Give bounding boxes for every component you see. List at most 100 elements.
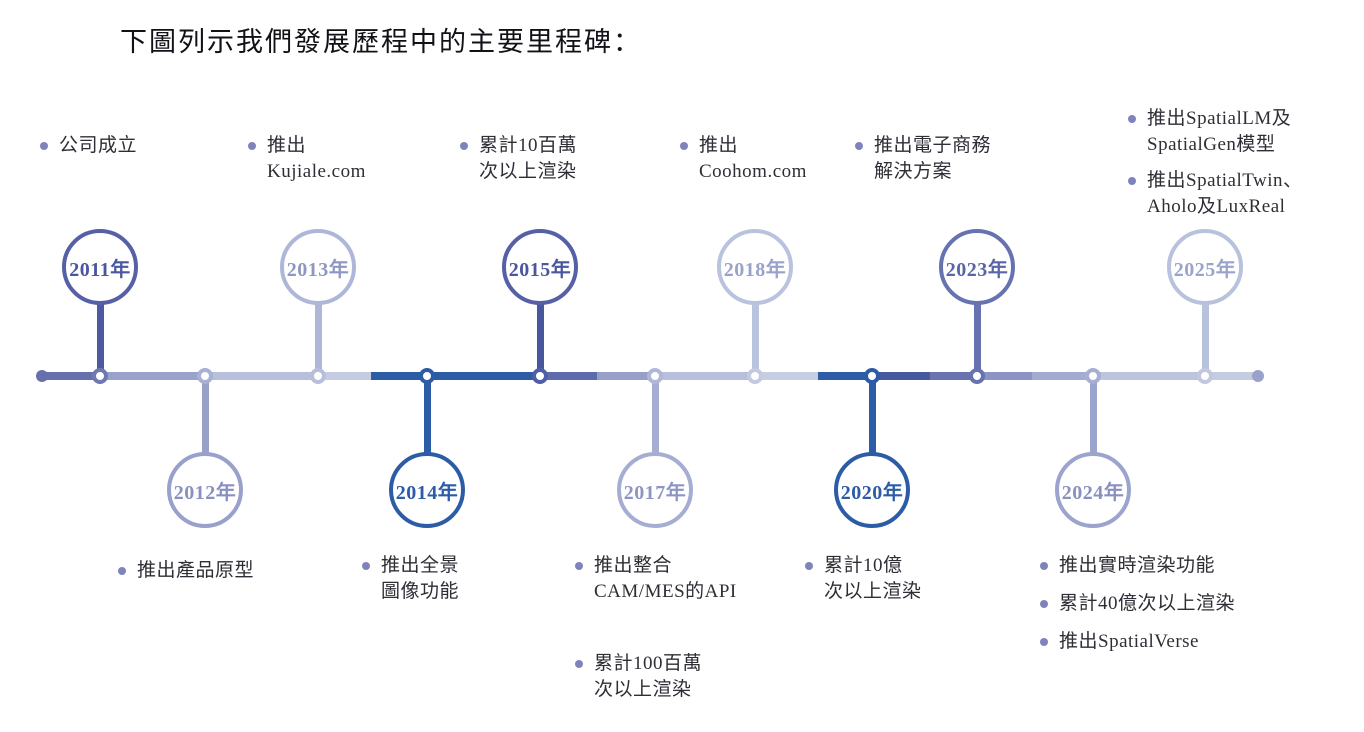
bullet-icon — [40, 142, 48, 150]
timeline-segment-12 — [930, 372, 977, 380]
timeline-segment-3 — [318, 372, 371, 380]
timeline-node-2012 — [197, 368, 213, 384]
bullet-icon — [118, 567, 126, 575]
timeline-segment-0 — [40, 372, 100, 380]
timeline-stem-2012 — [201, 376, 209, 460]
year-circle-2017: 2017年 — [617, 452, 693, 528]
timeline-stem-2017 — [651, 376, 659, 460]
timeline-node-2020 — [864, 368, 880, 384]
milestone-text: 推出全景 圖像功能 — [381, 555, 460, 602]
year-circle-2014: 2014年 — [389, 452, 465, 528]
milestone-text: 累計10百萬 次以上渲染 — [479, 135, 578, 182]
bullet-icon — [680, 142, 688, 150]
milestone-item-2018-0: 推出 Coohom.com — [680, 133, 807, 185]
bullet-icon — [1128, 177, 1136, 185]
milestone-labels-2013: 推出 Kujiale.com — [248, 133, 366, 195]
milestone-item-2024-1: 累計40億次以上渲染 — [1040, 591, 1235, 617]
bullet-icon — [1040, 562, 1048, 570]
milestone-text: 推出 Kujiale.com — [267, 135, 366, 182]
milestone-text: 推出整合 CAM/MES的API — [594, 555, 737, 602]
bullet-icon — [460, 142, 468, 150]
bullet-icon — [855, 142, 863, 150]
timeline-stem-2025 — [1201, 297, 1209, 376]
timeline-segment-9 — [755, 372, 818, 380]
milestone-item-2023-0: 推出電子商務 解決方案 — [855, 133, 991, 185]
timeline-stem-2018 — [751, 297, 759, 376]
milestone-text: 公司成立 — [59, 135, 138, 156]
milestone-item-2014-0: 推出全景 圖像功能 — [362, 553, 459, 605]
milestone-text: 推出SpatialLM及 SpatialGen模型 — [1147, 108, 1292, 155]
milestone-labels-2020: 累計10億 次以上渲染 — [805, 553, 922, 615]
milestone-item-2024-0: 推出實時渲染功能 — [1040, 553, 1235, 579]
milestone-labels-2011: 公司成立 — [40, 133, 137, 169]
timeline-stem-2013 — [314, 297, 322, 376]
milestone-labels-2017: 推出整合 CAM/MES的API 累計100百萬 次以上渲染 — [575, 553, 737, 732]
milestone-labels-2023: 推出電子商務 解決方案 — [855, 133, 991, 195]
timeline-node-2025 — [1197, 368, 1213, 384]
timeline-node-2017 — [647, 368, 663, 384]
milestone-item-2017-0: 推出整合 CAM/MES的API — [575, 553, 737, 605]
milestone-item-2015-0: 累計10百萬 次以上渲染 — [460, 133, 577, 185]
timeline-segment-15 — [1093, 372, 1205, 380]
timeline-stem-2024 — [1089, 376, 1097, 460]
milestone-labels-2024: 推出實時渲染功能累計40億次以上渲染推出SpatialVerse — [1040, 553, 1235, 667]
milestone-labels-2012: 推出產品原型 — [118, 558, 254, 594]
milestone-labels-2025: 推出SpatialLM及 SpatialGen模型推出SpatialTwin、 … — [1128, 106, 1303, 230]
timeline-stem-2020 — [868, 376, 876, 460]
milestone-item-2012-0: 推出產品原型 — [118, 558, 254, 584]
milestone-text: 推出電子商務 解決方案 — [874, 135, 992, 182]
year-circle-2023: 2023年 — [939, 229, 1015, 305]
milestone-text: 推出SpatialVerse — [1059, 631, 1199, 652]
year-circle-2020: 2020年 — [834, 452, 910, 528]
timeline-node-2023 — [969, 368, 985, 384]
milestone-labels-2014: 推出全景 圖像功能 — [362, 553, 459, 615]
timeline-segment-4 — [371, 372, 427, 380]
milestone-text: 累計40億次以上渲染 — [1059, 593, 1236, 614]
timeline-stem-2014 — [423, 376, 431, 460]
year-circle-2011: 2011年 — [62, 229, 138, 305]
timeline-node-2011 — [92, 368, 108, 384]
timeline-segment-6 — [540, 372, 597, 380]
timeline-segment-16 — [1205, 372, 1256, 380]
milestone-item-2020-0: 累計10億 次以上渲染 — [805, 553, 922, 605]
timeline-node-2018 — [747, 368, 763, 384]
milestone-item-2025-0: 推出SpatialLM及 SpatialGen模型 — [1128, 106, 1303, 158]
timeline-stem-2023 — [973, 297, 981, 376]
milestone-text: 推出實時渲染功能 — [1059, 555, 1216, 576]
timeline-segment-11 — [872, 372, 930, 380]
milestone-item-2011-0: 公司成立 — [40, 133, 137, 159]
year-circle-2024: 2024年 — [1055, 452, 1131, 528]
year-circle-2012: 2012年 — [167, 452, 243, 528]
bullet-icon — [1128, 115, 1136, 123]
timeline-node-2024 — [1085, 368, 1101, 384]
timeline-segment-14 — [1032, 372, 1093, 380]
timeline-segment-10 — [818, 372, 872, 380]
timeline-segment-8 — [655, 372, 755, 380]
bullet-icon — [805, 562, 813, 570]
timeline-node-2013 — [310, 368, 326, 384]
milestone-item-2024-2: 推出SpatialVerse — [1040, 629, 1235, 655]
timeline-segment-13 — [977, 372, 1032, 380]
timeline-node-2015 — [532, 368, 548, 384]
milestone-text: 推出產品原型 — [137, 560, 255, 581]
timeline-segment-5 — [427, 372, 540, 380]
milestone-labels-2015: 累計10百萬 次以上渲染 — [460, 133, 577, 195]
milestone-text: 推出SpatialTwin、 Aholo及LuxReal — [1147, 170, 1303, 217]
year-circle-2015: 2015年 — [502, 229, 578, 305]
timeline-start-cap — [36, 370, 48, 382]
milestone-item-2013-0: 推出 Kujiale.com — [248, 133, 366, 185]
bullet-icon — [362, 562, 370, 570]
milestone-labels-2018: 推出 Coohom.com — [680, 133, 807, 195]
figure-title: 下圖列示我們發展歷程中的主要里程碑： — [120, 27, 642, 57]
bullet-icon — [575, 660, 583, 668]
year-circle-2018: 2018年 — [717, 229, 793, 305]
timeline-segment-7 — [597, 372, 655, 380]
timeline-segment-1 — [100, 372, 205, 380]
timeline-stem-2015 — [536, 297, 544, 376]
year-circle-2013: 2013年 — [280, 229, 356, 305]
bullet-icon — [1040, 638, 1048, 646]
timeline-stem-2011 — [96, 297, 104, 376]
milestone-text: 累計100百萬 次以上渲染 — [594, 653, 703, 700]
year-circle-2025: 2025年 — [1167, 229, 1243, 305]
